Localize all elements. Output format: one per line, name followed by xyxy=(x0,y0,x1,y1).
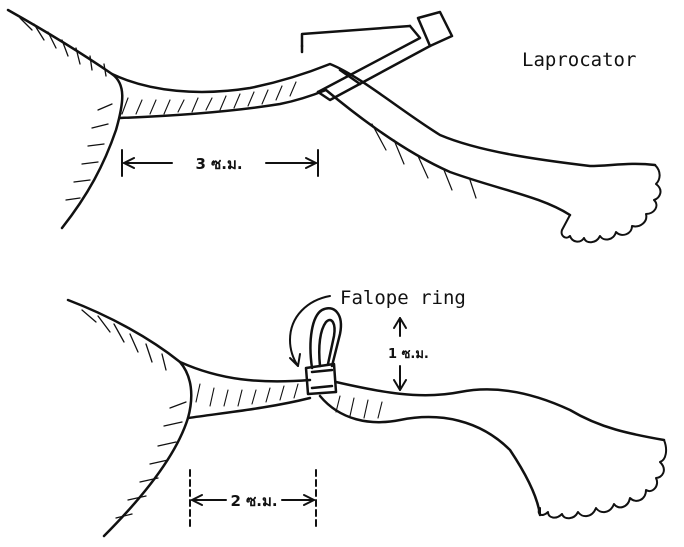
top-fimbriae xyxy=(562,165,661,242)
top-mesosalpinx-hatching xyxy=(372,124,476,198)
bottom-uterus-hatching xyxy=(82,310,186,518)
bottom-tube-upper-proximal xyxy=(180,362,310,381)
bottom-fimbriae xyxy=(539,440,666,518)
tubal-loop xyxy=(310,308,340,368)
laprocator-instrument xyxy=(302,12,452,100)
laprocator-label: Laprocator xyxy=(522,49,636,71)
top-uterus-outline xyxy=(8,10,122,228)
bottom-panel: Falope ring 1 ซ.ม. 2 ซ.ม. xyxy=(68,287,666,536)
bottom-tube-upper-distal xyxy=(336,382,664,440)
ring-measure-label: 1 ซ.ม. xyxy=(388,347,429,362)
bottom-measure-label: 2 ซ.ม. xyxy=(230,492,277,510)
bottom-uterus-outline xyxy=(68,300,191,536)
top-measure-label: 3 ซ.ม. xyxy=(195,155,242,173)
bottom-tube-lower-distal xyxy=(320,396,540,515)
falope-ring-label: Falope ring xyxy=(340,287,466,309)
bottom-tube-lower-proximal xyxy=(188,398,310,418)
top-panel: 3 ซ.ม. Laprocator xyxy=(8,10,660,242)
